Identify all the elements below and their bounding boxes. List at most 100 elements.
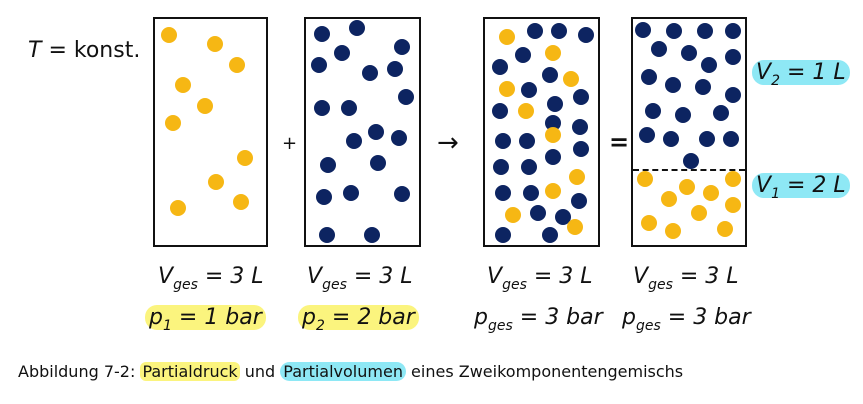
particle-b [697, 23, 713, 39]
particle-b [314, 26, 330, 42]
particle-a [207, 36, 223, 52]
particle-a [717, 221, 733, 237]
particle-b [695, 79, 711, 95]
particle-b [635, 22, 651, 38]
particle-a [545, 183, 561, 199]
caption-suffix: eines Zweikomponentengemischs [405, 362, 684, 381]
caption-term-partialvolumen: Partialvolumen [280, 362, 406, 381]
volume-value: = 3 L [533, 264, 593, 289]
container-gas-b [304, 17, 421, 247]
particle-b [725, 49, 741, 65]
particle-b [542, 227, 558, 243]
partial-volume-2-label: V2 = 1 L [752, 60, 850, 89]
particle-a [237, 150, 253, 166]
particle-a [563, 71, 579, 87]
particle-b [683, 153, 699, 169]
pressure-value: = 3 bar [519, 305, 603, 330]
particle-a [499, 81, 515, 97]
particle-a [545, 127, 561, 143]
box4-pressure-label: pges = 3 bar [622, 305, 751, 334]
pressure-2-highlight: p2 = 2 bar [298, 305, 419, 334]
particle-b [316, 189, 332, 205]
pressure-subscript: ges [635, 318, 661, 334]
particle-b [521, 82, 537, 98]
particle-a [499, 29, 515, 45]
particle-a [725, 197, 741, 213]
box1-volume-label: Vges = 3 L [158, 264, 264, 293]
particle-b [492, 103, 508, 119]
particle-a [161, 27, 177, 43]
particle-b [665, 77, 681, 93]
pressure-symbol: p [302, 305, 316, 330]
particle-b [551, 23, 567, 39]
particle-b [346, 133, 362, 149]
particle-a [679, 179, 695, 195]
particle-b [314, 100, 330, 116]
figure-caption: Abbildung 7-2: Partialdruck und Partialv… [18, 362, 683, 381]
pressure-1-highlight: p1 = 1 bar [145, 305, 266, 334]
particle-b [547, 96, 563, 112]
particle-a [505, 207, 521, 223]
particle-b [523, 185, 539, 201]
particle-a [165, 115, 181, 131]
container-partial-volumes [631, 17, 747, 247]
pressure-subscript: 2 [315, 318, 325, 334]
particle-b [341, 100, 357, 116]
particle-a [229, 57, 245, 73]
pressure-symbol: p [622, 305, 636, 330]
particle-b [675, 107, 691, 123]
v1-symbol: V [756, 173, 772, 198]
particle-a [725, 171, 741, 187]
particle-a [661, 191, 677, 207]
particle-b [519, 133, 535, 149]
volume-symbol: V [158, 264, 174, 289]
particle-b [573, 141, 589, 157]
volume-subscript: ges [648, 277, 673, 293]
particle-a [518, 103, 534, 119]
particle-b [578, 27, 594, 43]
particle-b [641, 69, 657, 85]
particle-b [394, 39, 410, 55]
particle-b [398, 89, 414, 105]
particle-b [495, 185, 511, 201]
particle-b [343, 185, 359, 201]
particle-a [569, 169, 585, 185]
particle-a [641, 215, 657, 231]
particle-b [713, 105, 729, 121]
particle-b [701, 57, 717, 73]
particle-a [208, 174, 224, 190]
particle-b [545, 149, 561, 165]
particle-b [391, 130, 407, 146]
particle-b [370, 155, 386, 171]
particle-b [530, 205, 546, 221]
particle-b [364, 227, 380, 243]
particle-a [665, 223, 681, 239]
particle-b [723, 131, 739, 147]
container-mixture [483, 17, 600, 247]
v1-subscript: 1 [771, 186, 780, 202]
particle-b [572, 119, 588, 135]
particle-a [545, 45, 561, 61]
container-gas-a [153, 17, 268, 247]
pressure-value: = 2 bar [331, 305, 415, 330]
temperature-symbol: T [28, 38, 42, 63]
volume-subscript: ges [502, 277, 527, 293]
box1-pressure-label: p1 = 1 bar [145, 305, 266, 334]
particle-b [639, 127, 655, 143]
box2-pressure-label: p2 = 2 bar [298, 305, 419, 334]
particle-b [394, 186, 410, 202]
particle-a [703, 185, 719, 201]
particle-b [319, 227, 335, 243]
particle-b [681, 45, 697, 61]
v2-symbol: V [756, 60, 772, 85]
particle-b [493, 159, 509, 175]
particle-b [387, 61, 403, 77]
particle-b [495, 133, 511, 149]
particle-b [651, 41, 667, 57]
volume-symbol: V [633, 264, 649, 289]
box3-volume-label: Vges = 3 L [487, 264, 593, 293]
particle-b [527, 23, 543, 39]
particle-b [663, 131, 679, 147]
temperature-condition: T = konst. [28, 38, 140, 63]
particle-b [362, 65, 378, 81]
